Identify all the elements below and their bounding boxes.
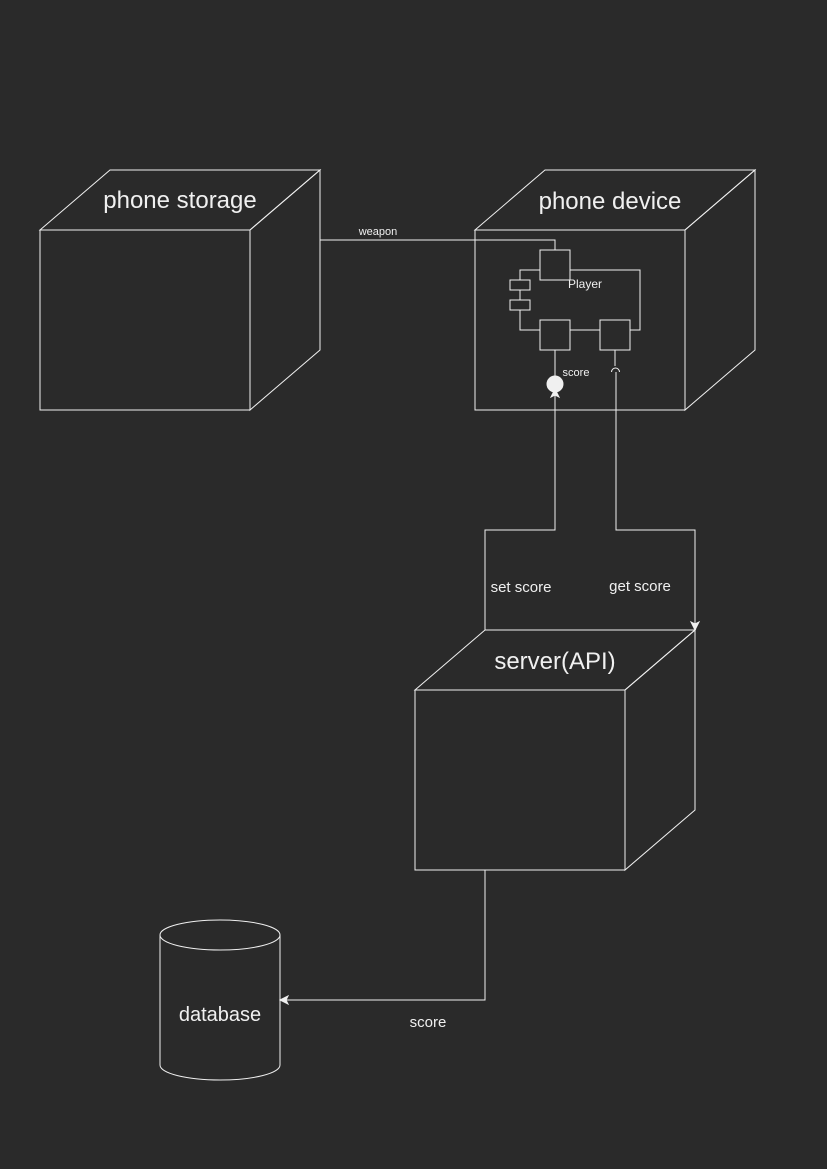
database-top-ellipse: [159, 919, 281, 951]
score-interface-label: score: [563, 367, 590, 379]
phone-storage-node[interactable]: phone storage: [38, 168, 322, 412]
db-score-edge[interactable]: score: [278, 870, 486, 1031]
server-label: server(API): [494, 648, 615, 675]
get-score-edge[interactable]: get score: [609, 372, 701, 632]
server-front-face: [414, 689, 626, 871]
database-label: database: [179, 1004, 261, 1026]
get-score-edge-line: [615, 372, 696, 624]
weapon-edge[interactable]: weapon: [320, 226, 556, 250]
database-body: [159, 935, 281, 1081]
phone-device-front-face: [474, 229, 686, 411]
server-node[interactable]: server(API): [413, 628, 697, 872]
phone-storage-front-face: [39, 229, 251, 411]
server-side-face: [624, 628, 696, 872]
phone-storage-side-face: [249, 168, 321, 412]
db-score-arrowhead: [278, 994, 290, 1006]
set-score-label: set score: [491, 579, 552, 596]
db-score-edge-line: [286, 870, 486, 1001]
database-node[interactable]: database: [159, 919, 281, 1081]
get-score-label: get score: [609, 578, 671, 595]
db-score-label: score: [410, 1014, 447, 1031]
phone-storage-label: phone storage: [103, 187, 256, 214]
required-interface-socket[interactable]: [611, 367, 620, 373]
player-port-bottom-left[interactable]: [539, 319, 571, 351]
phone-device-label: phone device: [539, 188, 682, 215]
player-component-tab-top: [509, 279, 531, 291]
set-score-arrowhead: [549, 387, 561, 399]
player-port-top[interactable]: [539, 249, 571, 281]
set-score-edge[interactable]: set score: [484, 387, 561, 630]
player-port-bottom-right[interactable]: [599, 319, 631, 351]
player-component[interactable]: Player: [509, 269, 641, 331]
weapon-edge-line: [320, 239, 556, 250]
player-component-tab-bottom: [509, 299, 531, 311]
get-score-arrowhead: [689, 620, 701, 632]
weapon-edge-label: weapon: [358, 226, 398, 238]
phone-device-node[interactable]: phone device: [473, 168, 757, 412]
phone-device-side-face: [684, 168, 756, 412]
set-score-edge-line: [484, 393, 556, 630]
player-component-label: Player: [568, 277, 602, 291]
